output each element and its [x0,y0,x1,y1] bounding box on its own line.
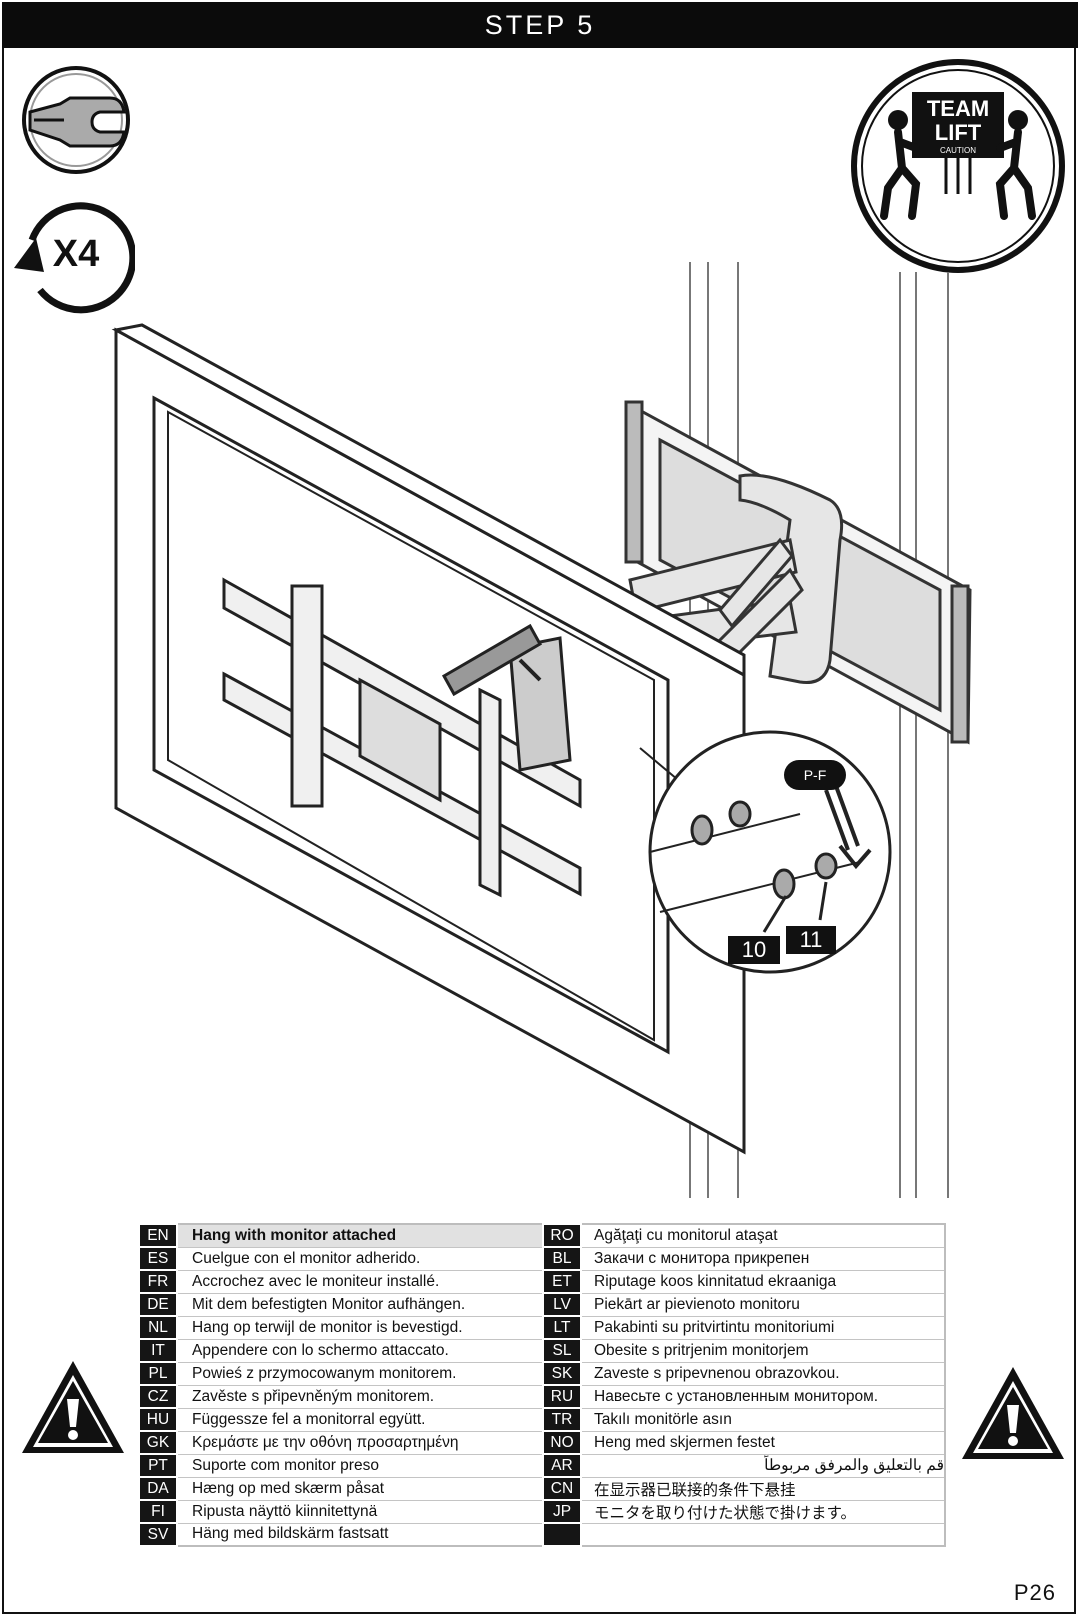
instruction-text-left: Hæng op med skærm påsat [176,1476,544,1501]
language-code-left: GK [138,1430,178,1455]
wrench-icon [22,66,130,174]
instruction-text-right: 在显示器已联接的条件下悬挂 [580,1476,946,1501]
language-code-right: SK [542,1361,582,1386]
language-code-right: RO [542,1223,582,1248]
language-code-right: CN [542,1476,582,1501]
instruction-text-right: Takılı monitörle asın [580,1407,946,1432]
language-code-left: ES [138,1246,178,1271]
instruction-text-left: Suporte com monitor preso [176,1453,544,1478]
language-code-left: PT [138,1453,178,1478]
team-lift-text-2: LIFT [935,120,982,145]
language-code-left: SV [138,1522,178,1547]
item-number-11: 11 [786,926,836,954]
page-number: P26 [1013,1580,1056,1605]
language-code-left: IT [138,1338,178,1363]
instruction-text-right: Закачи с монитора прикрепен [580,1246,946,1271]
warning-icon [962,1367,1064,1459]
instruction-text-right: モニタを取り付けた状態で掛けます。 [580,1499,946,1524]
instruction-text-right: Zaveste s pripevnenou obrazovkou. [580,1361,946,1386]
instruction-text-right [580,1522,946,1547]
instruction-text-right: Навесьте с установленным монитором. [580,1384,946,1409]
language-code-left: NL [138,1315,178,1340]
language-code-right: LT [542,1315,582,1340]
language-code-right: SL [542,1338,582,1363]
language-code-left: FR [138,1269,178,1294]
warning-icon [22,1361,124,1453]
step-title: STEP 5 [484,9,596,40]
instruction-text-left: Hang op terwijl de monitor is bevestigd. [176,1315,544,1340]
instruction-text-left: Zavěste s připevněným monitorem. [176,1384,544,1409]
instruction-text-right: Pakabinti su pritvirtintu monitoriumi [580,1315,946,1340]
language-code-left: DE [138,1292,178,1317]
team-lift-icon: TEAM LIFT CAUTION [851,59,1065,273]
instruction-text-left: Hang with monitor attached [176,1223,544,1248]
instruction-text-right: قم بالتعليق والمرفق مربوطاً [580,1453,946,1478]
language-code-right: BL [542,1246,582,1271]
language-code-right: RU [542,1384,582,1409]
instruction-text-left: Häng med bildskärm fastsatt [176,1522,544,1547]
instruction-text-left: Mit dem befestigten Monitor aufhängen. [176,1292,544,1317]
language-code-left: CZ [138,1384,178,1409]
detail-zoom [639,730,892,974]
instruction-text-right: Agăţaţi cu monitorul ataşat [580,1223,946,1248]
language-code-left: PL [138,1361,178,1386]
language-code-right: JP [542,1499,582,1524]
instruction-text-right: Riputage koos kinnitatud ekraaniga [580,1269,946,1294]
item-number-10: 10 [728,936,780,964]
instruction-text-left: Accrochez avec le moniteur installé. [176,1269,544,1294]
rotate-x4-icon: X4 [14,202,135,314]
language-code-right: TR [542,1407,582,1432]
language-code-right: ET [542,1269,582,1294]
language-code-left: EN [138,1223,178,1248]
instruction-text-left: Powieś z przymocowanym monitorem. [176,1361,544,1386]
language-code-right: LV [542,1292,582,1317]
language-code-right: AR [542,1453,582,1478]
team-lift-text-1: TEAM [927,96,989,121]
part-label-pf: P-F [784,760,846,790]
language-code-right: NO [542,1430,582,1455]
instruction-text-right: Obesite s pritrjenim monitorjem [580,1338,946,1363]
monitor-bracket [222,577,582,898]
instruction-text-left: Κρεμάστε με την οθόνη προσαρτημένη [176,1430,544,1455]
language-code-left: HU [138,1407,178,1432]
instruction-text-left: Ripusta näyttö kiinnitettynä [176,1499,544,1524]
instruction-text-right: Piekārt ar pievienoto monitoru [580,1292,946,1317]
instruction-text-left: Cuelgue con el monitor adherido. [176,1246,544,1271]
language-code-right [542,1522,582,1547]
language-code-left: FI [138,1499,178,1524]
step-header: STEP 5 [2,2,1078,48]
instruction-text-left: Függessze fel a monitorral együtt. [176,1407,544,1432]
repeat-count: X4 [53,233,99,275]
instruction-text-right: Heng med skjermen festet [580,1430,946,1455]
instruction-text-left: Appendere con lo schermo attaccato. [176,1338,544,1363]
language-code-left: DA [138,1476,178,1501]
team-lift-caution: CAUTION [940,146,976,155]
